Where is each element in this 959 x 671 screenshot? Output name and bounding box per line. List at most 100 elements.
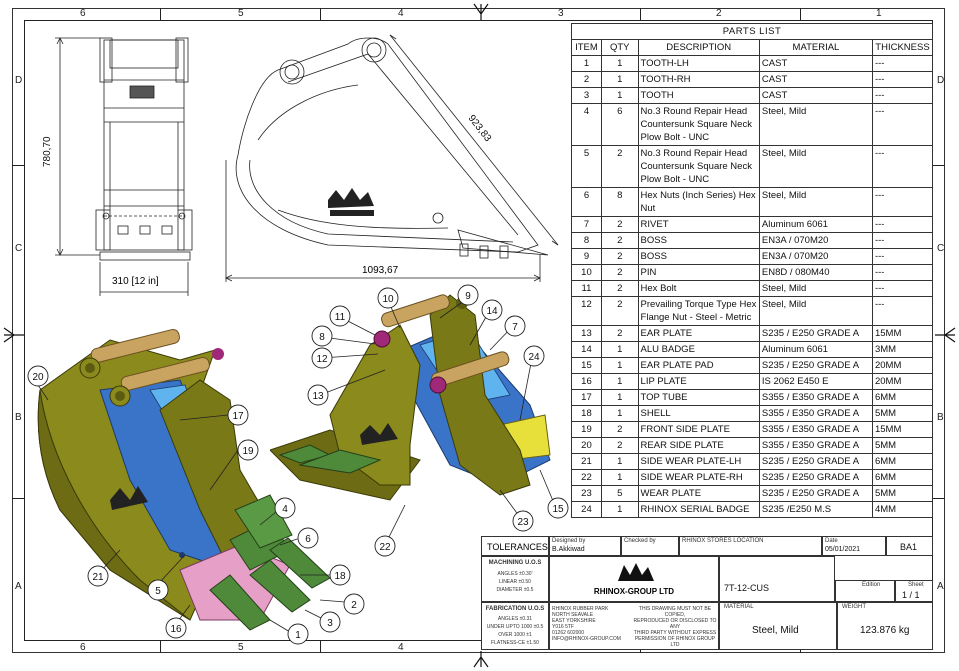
parts-cell-mat: S355 / E350 GRADE A — [758, 421, 873, 438]
tolerances-label: TOLERANCES — [487, 542, 548, 552]
fabrication-line-1: ANGLES ±0.31 — [497, 616, 533, 622]
parts-cell-qty: 2 — [600, 437, 639, 454]
zone-bottom-6: 6 — [80, 642, 86, 653]
fabrication-line-4: FLATNESS-CE ±1.50 — [491, 640, 539, 646]
parts-cell-thk: 4MM — [871, 501, 934, 518]
zone-top-3: 3 — [558, 8, 564, 19]
parts-cell-qty: 2 — [600, 421, 639, 438]
parts-cell-thk: 15MM — [871, 325, 934, 342]
balloon-7 — [504, 315, 526, 337]
balloon-label-21: 21 — [92, 572, 104, 583]
notice-line-3: THIRD PARTY WITHOUT EXPRESS — [633, 630, 717, 636]
zone-left-A: A — [15, 581, 22, 592]
parts-cell-qty: 2 — [600, 145, 639, 188]
parts-cell-item: 14 — [571, 341, 602, 358]
company-box: RHINOX-GROUP LTD — [549, 556, 719, 602]
parts-cell-mat: S235 / E250 GRADE A — [758, 469, 873, 486]
balloon-8 — [311, 325, 333, 347]
address-line-6: INFO@RHINOX-GROUP.COM — [552, 636, 621, 642]
sheet-label: Sheet — [908, 582, 924, 588]
parts-cell-desc: RHINOX SERIAL BADGE — [637, 501, 760, 518]
address-line-2: NORTH SEAVALE — [552, 612, 594, 618]
zone-left-B: B — [15, 412, 22, 423]
parts-cell-mat: S235 / E250 GRADE A — [758, 325, 873, 342]
parts-cell-qty: 1 — [600, 501, 639, 518]
parts-cell-qty: 2 — [600, 280, 639, 297]
fabrication-line-3: OVER 1000 ±1 — [498, 632, 532, 638]
parts-cell-qty: 6 — [600, 103, 639, 146]
designed-by-value: B.Akkiwad — [552, 546, 585, 553]
parts-cell-item: 4 — [571, 103, 602, 146]
parts-cell-mat: IS 2062 E450 E — [758, 373, 873, 390]
balloon-2 — [343, 593, 365, 615]
parts-cell-desc: PIN — [637, 264, 760, 281]
designed-by-box: Designed by B.Akkiwad — [549, 536, 621, 556]
parts-cell-qty: 8 — [600, 187, 639, 217]
parts-cell-item: 16 — [571, 373, 602, 390]
zone-top-1: 1 — [876, 8, 882, 19]
parts-cell-mat: EN8D / 080M40 — [758, 264, 873, 281]
balloon-label-24: 24 — [528, 352, 540, 363]
parts-cell-thk: 3MM — [871, 341, 934, 358]
machining-line-2: LINEAR ±0.50 — [499, 579, 531, 585]
zone-top-5: 5 — [238, 8, 244, 19]
edition-box: Edition — [835, 580, 895, 602]
parts-cell-qty: 1 — [600, 453, 639, 470]
parts-cell-qty: 2 — [600, 264, 639, 281]
designed-by-label: Designed by — [552, 538, 586, 544]
address-line-5: 01262 602000 — [552, 630, 584, 636]
parts-cell-item: 1 — [571, 55, 602, 72]
date-value: 05/01/2021 — [825, 546, 861, 553]
balloon-15 — [547, 497, 569, 519]
parts-cell-qty: 2 — [600, 296, 639, 326]
balloon-10 — [377, 287, 399, 309]
fabrication-title: FABRICATION U.O.S — [485, 606, 545, 612]
balloon-22 — [374, 535, 396, 557]
parts-cell-desc: WEAR PLATE — [637, 485, 760, 502]
balloon-5 — [147, 579, 169, 601]
balloon-label-17: 17 — [232, 411, 244, 422]
checked-by-label: Checked by — [624, 538, 656, 544]
parts-cell-item: 20 — [571, 437, 602, 454]
zone-right-D: D — [937, 75, 945, 86]
length-dimension: 1093,67 — [362, 265, 399, 276]
parts-cell-desc: SHELL — [637, 405, 760, 422]
zone-right-A: A — [937, 581, 944, 592]
edition-label: Edition — [862, 582, 881, 588]
balloon-label-23: 23 — [517, 517, 529, 528]
parts-cell-item: 19 — [571, 421, 602, 438]
zone-left-D: D — [15, 75, 23, 86]
front-view — [55, 37, 193, 296]
parts-cell-mat: Aluminum 6061 — [758, 341, 873, 358]
parts-cell-thk: 6MM — [871, 469, 934, 486]
parts-cell-thk: --- — [871, 264, 934, 281]
parts-cell-mat: S235 / E250 GRADE A — [758, 357, 873, 374]
parts-cell-desc: TOOTH-RH — [637, 71, 760, 88]
balloon-3 — [319, 611, 341, 633]
parts-cell-mat: Steel, Mild — [758, 103, 873, 146]
weight-value: 123.876 kg — [860, 625, 910, 636]
balloon-label-22: 22 — [379, 542, 391, 553]
balloon-14 — [481, 299, 503, 321]
machining-box: MACHINING U.O.S ANGLES ±0.30' LINEAR ±0.… — [481, 556, 549, 602]
parts-cell-item: 23 — [571, 485, 602, 502]
balloon-17 — [227, 404, 249, 426]
balloon-label-11: 11 — [335, 312, 346, 323]
address-line-3: EAST YORKSHIRE — [552, 618, 596, 624]
parts-cell-mat: S355 / E350 GRADE A — [758, 437, 873, 454]
parts-cell-mat: S235 / E250 GRADE A — [758, 453, 873, 470]
parts-cell-item: 10 — [571, 264, 602, 281]
